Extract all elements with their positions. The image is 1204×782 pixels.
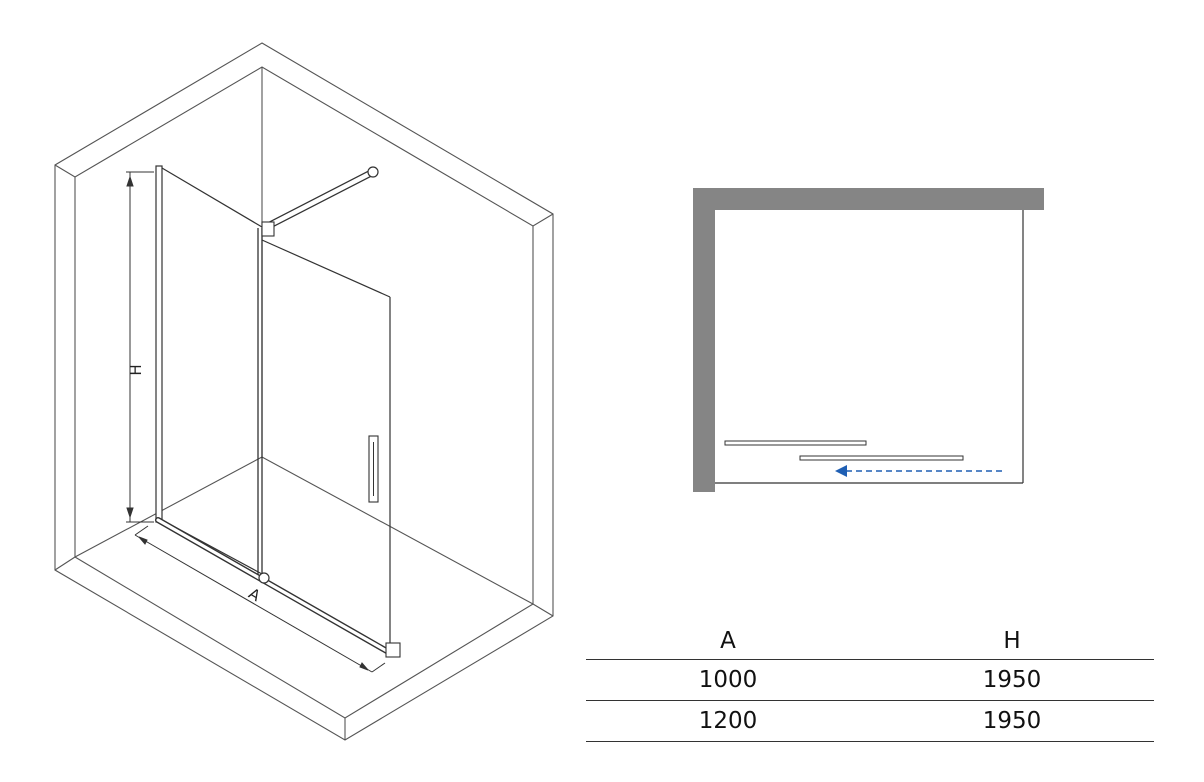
table-row: 1000 1950 bbox=[586, 659, 1154, 701]
dimension-a-label: A bbox=[246, 584, 265, 605]
fixed-panel-plan bbox=[724, 440, 867, 446]
dimension-h-label: H bbox=[127, 364, 145, 375]
sliding-glass-door bbox=[257, 228, 391, 652]
sliding-panel-plan bbox=[799, 455, 964, 461]
table-header-row: A H bbox=[586, 622, 1154, 660]
dimensions-table: A H 1000 1950 1200 1950 bbox=[586, 622, 1154, 742]
table-cell-a: 1200 bbox=[586, 700, 870, 742]
fixed-glass-panel bbox=[155, 165, 263, 575]
dimension-a bbox=[134, 525, 386, 673]
isometric-shower-drawing: H A bbox=[54, 42, 554, 741]
column-header-h: H bbox=[870, 622, 1154, 660]
plan-view-diagram bbox=[693, 188, 1044, 492]
table-row: 1200 1950 bbox=[586, 700, 1154, 742]
table-cell-a: 1000 bbox=[586, 659, 870, 701]
stabilizer-bar bbox=[261, 166, 379, 237]
table-cell-h: 1950 bbox=[870, 700, 1154, 742]
arrow-head-icon bbox=[835, 465, 847, 477]
table-cell-h: 1950 bbox=[870, 659, 1154, 701]
dimension-h bbox=[126, 171, 154, 523]
side-wall bbox=[693, 188, 715, 492]
door-handle bbox=[368, 435, 379, 503]
back-wall bbox=[693, 188, 1044, 210]
column-header-a: A bbox=[586, 622, 870, 660]
bottom-rail bbox=[155, 517, 401, 658]
